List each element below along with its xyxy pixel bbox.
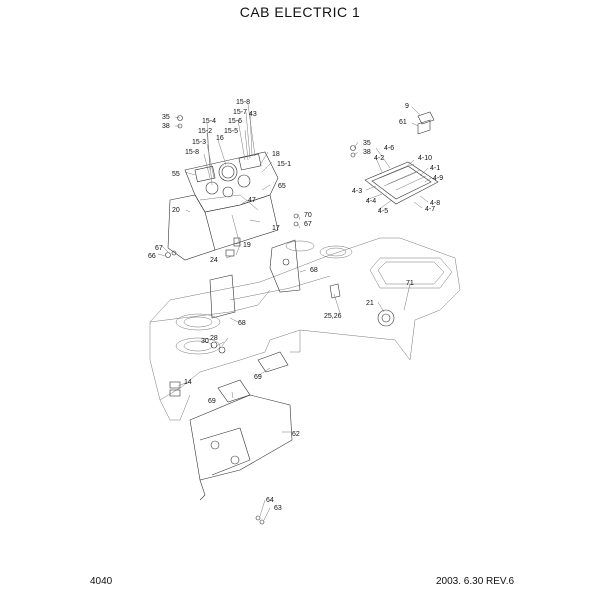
callout: 19 xyxy=(243,242,251,249)
callout: 15-4 xyxy=(202,118,216,125)
callout: 71 xyxy=(406,280,414,287)
switch-panel xyxy=(350,111,439,205)
callout: 25,26 xyxy=(324,313,342,320)
callout: 64 xyxy=(266,497,274,504)
small-parts xyxy=(169,213,395,397)
leader-lines xyxy=(157,103,432,521)
callout: 17 xyxy=(272,225,280,232)
callout: 61 xyxy=(399,119,407,126)
callout: 15-7 xyxy=(233,109,247,116)
callout: 4-2 xyxy=(374,155,384,162)
callout: 55 xyxy=(172,171,180,178)
dashboard-console xyxy=(149,237,461,421)
callout-labels: 35 38 15-4 15-2 15-3 15-8 16 15-8 15-7 1… xyxy=(148,99,443,512)
callout: 4-9 xyxy=(433,175,443,182)
callout: 69 xyxy=(254,374,262,381)
callout: 15-8 xyxy=(236,99,250,106)
callout: 70 xyxy=(304,212,312,219)
callout: 15-8 xyxy=(185,149,199,156)
callout: 62 xyxy=(292,431,300,438)
callout: 65 xyxy=(278,183,286,190)
instrument-cluster xyxy=(165,115,279,261)
callout: 67 xyxy=(155,245,163,252)
callout: 4-8 xyxy=(430,200,440,207)
callout: 35 xyxy=(363,140,371,147)
callout: 16 xyxy=(216,135,224,142)
callout: 4-4 xyxy=(366,198,376,205)
callout: 24 xyxy=(210,257,218,264)
callout: 20 xyxy=(172,207,180,214)
callout: 4-1 xyxy=(430,165,440,172)
revision-date: 2003. 6.30 REV.6 xyxy=(436,576,515,587)
callout: 68 xyxy=(238,320,246,327)
callout: 15-5 xyxy=(224,128,238,135)
callout: 15-1 xyxy=(277,161,291,168)
callout: 21 xyxy=(366,300,374,307)
callout: 38 xyxy=(162,123,170,130)
callout: 69 xyxy=(208,398,216,405)
callout: 15-3 xyxy=(192,139,206,146)
callout: 43 xyxy=(249,111,257,118)
callout: 30 xyxy=(201,338,209,345)
callout: 4-5 xyxy=(378,208,388,215)
callout: 4-6 xyxy=(384,145,394,152)
callout: 4-10 xyxy=(418,155,432,162)
callout: 28 xyxy=(210,335,218,342)
callout: 66 xyxy=(148,253,156,260)
diagram-title: CAB ELECTRIC 1 xyxy=(239,4,361,20)
callout: 35 xyxy=(162,114,170,121)
callout: 18 xyxy=(272,151,280,158)
callout: 38 xyxy=(363,149,371,156)
callout: 68 xyxy=(310,267,318,274)
callout: 4-7 xyxy=(425,206,435,213)
callout: 63 xyxy=(274,505,282,512)
lower-bracket xyxy=(189,351,293,525)
callout: 15-2 xyxy=(198,128,212,135)
callout: 9 xyxy=(405,103,409,110)
callout: 14 xyxy=(184,379,192,386)
callout: 47 xyxy=(248,197,256,204)
callout: 67 xyxy=(304,221,312,228)
callout: 4-3 xyxy=(352,188,362,195)
callout: 15-6 xyxy=(228,118,242,125)
page-number: 4040 xyxy=(90,576,113,587)
